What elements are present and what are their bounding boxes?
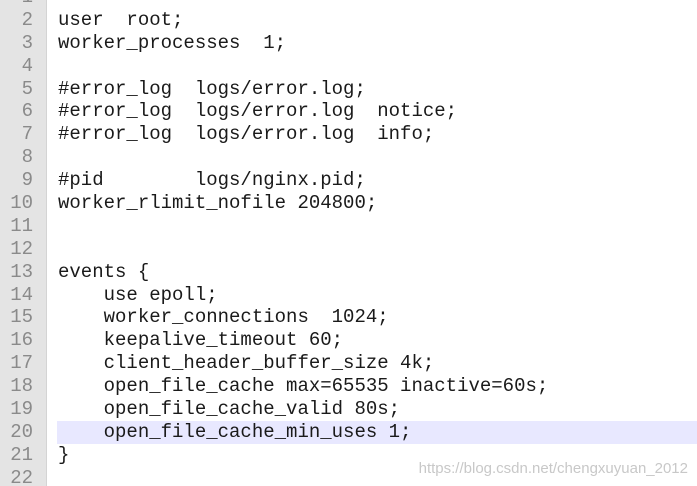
code-text[interactable]: worker_rlimit_nofile 204800;	[58, 192, 378, 215]
code-line[interactable]: 6 #error_log logs/error.log notice;	[0, 100, 697, 123]
code-line[interactable]: 5 #error_log logs/error.log;	[0, 78, 697, 101]
line-number: 20	[10, 420, 33, 443]
code-line[interactable]: 18 open_file_cache max=65535 inactive=60…	[0, 375, 697, 398]
code-line[interactable]: 19 open_file_cache_valid 80s;	[0, 398, 697, 421]
code-text[interactable]: }	[58, 443, 70, 466]
code-text[interactable]: open_file_cache_min_uses 1;	[58, 420, 412, 443]
watermark: https://blog.csdn.net/chengxuyuan_2012	[418, 460, 688, 477]
line-number: 21	[10, 443, 33, 466]
code-line[interactable]: 8	[0, 146, 697, 169]
line-number: 18	[10, 375, 33, 398]
code-text[interactable]: #pid logs/nginx.pid;	[58, 169, 366, 192]
line-number: 11	[10, 214, 33, 237]
code-line[interactable]: 2 user root;	[0, 9, 697, 32]
line-number: 15	[10, 306, 33, 329]
code-text[interactable]: #error_log logs/error.log;	[58, 77, 366, 100]
line-number: 12	[10, 237, 33, 260]
code-line[interactable]: 7 #error_log logs/error.log info;	[0, 123, 697, 146]
line-number: 1	[0, 0, 33, 9]
code-text[interactable]: keepalive_timeout 60;	[58, 329, 344, 352]
code-line[interactable]: 21}	[0, 444, 697, 467]
line-number: 10	[10, 192, 33, 215]
code-text[interactable]: events {	[58, 260, 150, 283]
code-line[interactable]: 14 use epoll;	[0, 284, 697, 307]
code-line[interactable]: 9 #pid logs/nginx.pid;	[0, 169, 697, 192]
code-line[interactable]: 11	[0, 215, 697, 238]
code-text[interactable]: use epoll;	[58, 283, 218, 306]
line-number: 17	[10, 352, 33, 375]
line-number: 4	[21, 54, 33, 77]
code-text[interactable]: #error_log logs/error.log notice;	[58, 100, 458, 123]
code-line[interactable]: 17 client_header_buffer_size 4k;	[0, 352, 697, 375]
line-number: 19	[10, 398, 33, 421]
code-text[interactable]: user root;	[58, 8, 184, 31]
line-number-gutter	[0, 0, 47, 486]
code-line[interactable]: 10 worker_rlimit_nofile 204800;	[0, 192, 697, 215]
code-line[interactable]: 1	[0, 0, 697, 9]
line-number: 3	[21, 31, 33, 54]
code-line[interactable]: 16 keepalive_timeout 60;	[0, 329, 697, 352]
code-text[interactable]: #error_log logs/error.log info;	[58, 123, 435, 146]
code-line[interactable]: 22	[0, 467, 697, 486]
code-text[interactable]: worker_connections 1024;	[58, 306, 389, 329]
code-line[interactable]: 4	[0, 55, 697, 78]
code-line[interactable]: 20 open_file_cache_min_uses 1;	[0, 420, 697, 444]
code-text[interactable]: client_header_buffer_size 4k;	[58, 352, 435, 375]
code-line[interactable]: 3 worker_processes 1;	[0, 32, 697, 55]
line-number: 13	[10, 260, 33, 283]
line-number: 2	[21, 8, 33, 31]
line-number: 5	[21, 77, 33, 100]
line-number: 14	[10, 283, 33, 306]
code-line[interactable]: 15 worker_connections 1024;	[0, 306, 697, 329]
line-number: 7	[21, 123, 33, 146]
line-number: 22	[10, 466, 33, 486]
line-number: 16	[10, 329, 33, 352]
code-text[interactable]: worker_processes 1;	[58, 31, 287, 54]
code-line[interactable]: 12	[0, 238, 697, 261]
line-number: 9	[21, 169, 33, 192]
line-number: 8	[21, 146, 33, 169]
line-number: 6	[21, 100, 33, 123]
code-text[interactable]: open_file_cache_valid 80s;	[58, 398, 401, 421]
code-line[interactable]: 13 events {	[0, 261, 697, 284]
code-text[interactable]: open_file_cache max=65535 inactive=60s;	[58, 375, 549, 398]
